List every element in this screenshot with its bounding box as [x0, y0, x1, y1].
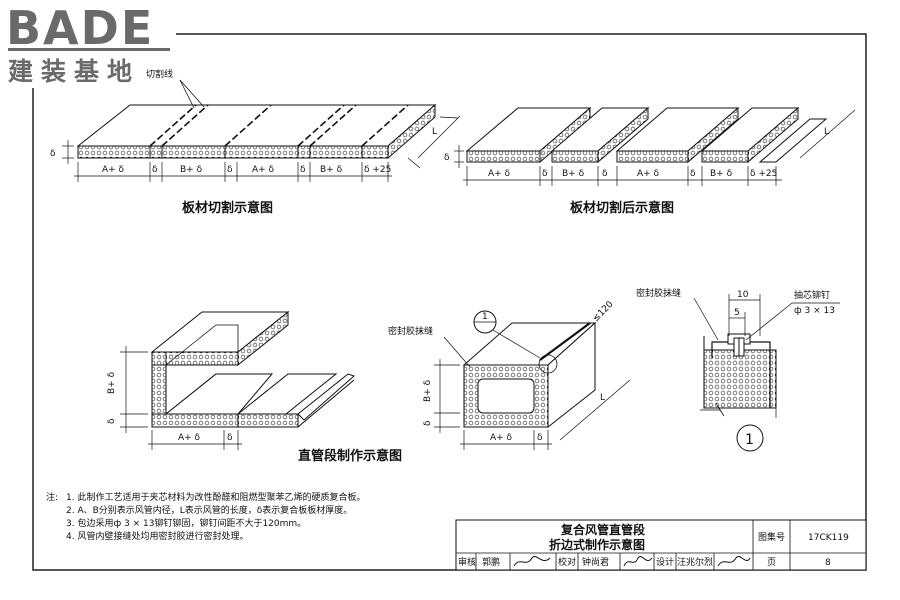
fig3m-width: A+ δ	[490, 433, 513, 443]
fig-duct-closed-mid: 密封胶抹缝 1 ≤120 L B+ δ δ A+ δ δ	[388, 299, 631, 450]
atlas-number: 17CK119	[808, 533, 849, 543]
fig3l-width-thick: δ	[227, 433, 233, 443]
note-1: 1. 此制作工艺适用于夹芯材料为改性酚醛和阻燃型聚苯乙烯的硬质复合板。	[66, 491, 365, 503]
fig3m-sealant: 密封胶抹缝	[388, 325, 433, 337]
fig3l-thick: δ	[107, 418, 117, 424]
fig2-dim-7: B+ δ	[710, 169, 733, 179]
fig2-dim-4: δ	[602, 169, 608, 179]
fig-board-cutting: 切割线 δ L A+ δ δ B+ δ δ A+ δ δ B+ δ δ +25 …	[50, 68, 461, 216]
fig2-dim-8: δ +25	[750, 169, 777, 179]
fig-detail-1: 10 5 密封胶抹缝 抽芯铆钉 ф 3 × 13 1	[636, 287, 840, 452]
fig1-dim-6: δ	[300, 165, 306, 175]
design-signature	[717, 556, 751, 567]
fig2-length: L	[824, 127, 829, 137]
fig2-dim-1: A+ δ	[488, 169, 511, 179]
fig3m-width-thick: δ	[537, 433, 543, 443]
review-name: 郭鹏	[482, 556, 500, 568]
detail-dim-10: 10	[737, 290, 749, 300]
fig3-caption: 直管段制作示意图	[298, 448, 402, 464]
fig-boards-after-cutting: L δ A+ δ δ B+ δ δ A+ δ δ B+ δ δ +25 板材切割…	[444, 106, 856, 216]
check-label: 校对	[558, 556, 576, 568]
logo-brand: BADE	[6, 1, 154, 55]
note-3: 3. 包边采用ф 3 × 13铆钉铆固，铆钉间距不大于120mm。	[66, 517, 306, 529]
fig3m-length: L	[600, 393, 605, 403]
fig3m-detail-ref: 1	[482, 312, 488, 322]
check-name: 钟尚君	[582, 556, 609, 568]
fig2-caption: 板材切割后示意图	[570, 200, 674, 216]
title-line1: 复合风管直管段	[560, 522, 646, 537]
drawing-frame	[32, 33, 867, 571]
fig1-dim-7: B+ δ	[320, 165, 343, 175]
fig1-dim-8: δ +25	[364, 165, 391, 175]
fig1-dim-3: B+ δ	[180, 165, 203, 175]
fig2-dim-6: δ	[690, 169, 696, 179]
fig1-dim-5: A+ δ	[252, 165, 275, 175]
title-block: 复合风管直管段 折边式制作示意图 图集号 17CK119 审核 郭鹏 校对 钟尚…	[455, 519, 867, 571]
cut-line-label: 切割线	[146, 68, 173, 80]
notes-prefix: 注:	[46, 491, 58, 503]
fig3m-spacing: ≤120	[591, 299, 616, 324]
fig2-dim-2: δ	[542, 169, 548, 179]
detail-rivet-spec: ф 3 × 13	[794, 306, 835, 316]
fig1-thickness: δ	[50, 149, 56, 159]
bade-logo: BADE 建装基地	[0, 0, 176, 88]
fig2-dim-5: A+ δ	[637, 169, 660, 179]
design-name: 汪兆尔烈	[677, 556, 713, 568]
fig3l-width: A+ δ	[178, 433, 201, 443]
fig3m-thick: δ	[423, 420, 433, 426]
page-label: 页	[767, 557, 776, 568]
fig1-length: L	[432, 127, 437, 137]
title-line2: 折边式制作示意图	[549, 537, 645, 552]
fig2-thickness: δ	[444, 153, 450, 163]
detail-dim-5: 5	[734, 308, 740, 318]
notes-block: 注: 1. 此制作工艺适用于夹芯材料为改性酚醛和阻燃型聚苯乙烯的硬质复合板。 2…	[46, 491, 365, 542]
fig-duct-folding-left: B+ δ δ A+ δ δ	[107, 310, 355, 450]
note-2: 2. A、B分别表示风管内径，L表示风管的长度，δ表示复合板板材厚度。	[66, 504, 352, 516]
fig3m-height: B+ δ	[423, 379, 433, 402]
fig1-dim-2: δ	[152, 165, 158, 175]
fig1-caption: 板材切割示意图	[182, 200, 273, 216]
fig2-dim-3: B+ δ	[562, 169, 585, 179]
fig3l-height: B+ δ	[107, 371, 117, 394]
page-number: 8	[825, 558, 831, 568]
detail-sealant: 密封胶抹缝	[636, 287, 681, 299]
fig1-dim-4: δ	[227, 165, 233, 175]
atlas-label: 图集号	[758, 531, 785, 543]
fig1-dim-1: A+ δ	[102, 165, 125, 175]
check-signature	[623, 556, 653, 567]
detail-number: 1	[745, 432, 754, 448]
design-label: 设计	[656, 556, 674, 568]
note-4: 4. 风管内壁接缝处均用密封胶进行密封处理。	[66, 530, 248, 542]
logo-subtitle: 建装基地	[8, 57, 140, 86]
review-signature	[513, 556, 551, 567]
detail-rivet-label: 抽芯铆钉	[794, 289, 830, 301]
review-label: 审核	[458, 556, 476, 568]
